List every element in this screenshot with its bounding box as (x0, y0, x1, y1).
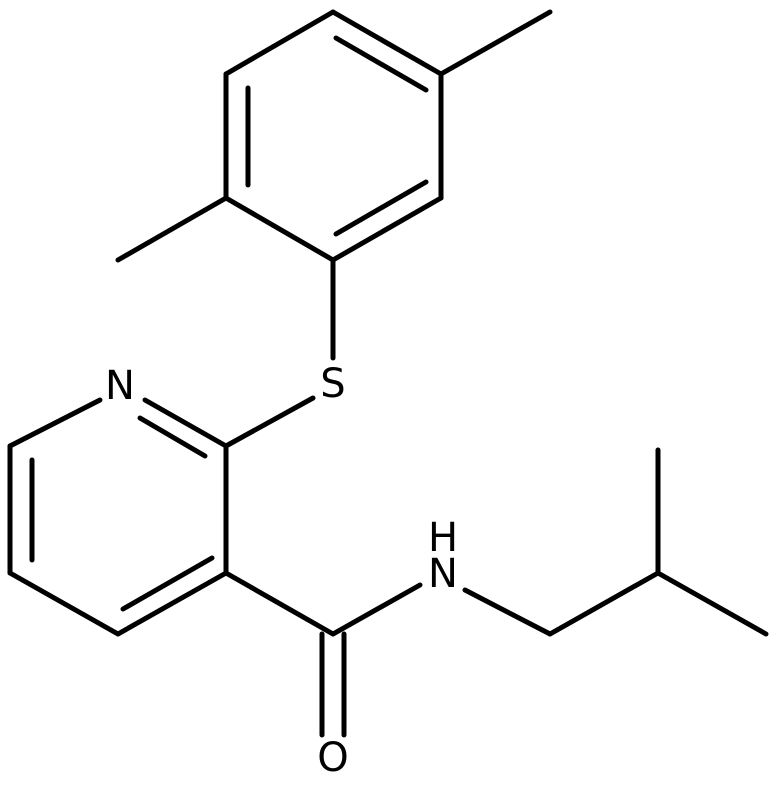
bond-methyl-para (438, 9, 553, 77)
bond-pyr-n1-c6 (7, 397, 103, 449)
bond-pyr-c4-c3 (115, 570, 229, 637)
atom-labels: S N H N O (105, 361, 458, 781)
bond-ring1-d (223, 195, 336, 263)
bond-carbonyl-n (330, 582, 423, 637)
bond-pyr-c5-c4 (7, 570, 121, 637)
bond-ring1-a-inner (333, 35, 429, 93)
bond-ring1-c-inner (333, 179, 429, 237)
amide-hydrogen-label: H (428, 515, 458, 561)
bond-n-ch2 (462, 587, 553, 637)
amide-nitrogen-label: N (428, 551, 458, 597)
bond-pyr-c2-n1-inner (137, 415, 208, 459)
thioether-bridge (223, 257, 336, 449)
isobutyl-carboxamide (223, 447, 769, 738)
bond-pyr-c2-n1 (142, 397, 229, 449)
pyridine-ring (7, 397, 229, 637)
bond-methyl-ortho (115, 195, 229, 263)
bond-ring1-f (223, 9, 336, 77)
bond-ring1-a (330, 9, 444, 77)
bond-ring-carbonyl (223, 570, 336, 637)
bond-ch2-ch (547, 570, 661, 637)
bond-sulfur-pyridine (223, 395, 316, 449)
pyridine-nitrogen-label: N (105, 363, 135, 409)
dimethylphenyl-ring (115, 9, 553, 263)
bond-pyr-c4-c3-inner (120, 555, 215, 612)
sulfur-label: S (320, 361, 345, 407)
bond-ring1-c (330, 195, 444, 263)
bond-ch-methyl-right (655, 570, 769, 637)
carbonyl-oxygen-label: O (317, 735, 348, 781)
